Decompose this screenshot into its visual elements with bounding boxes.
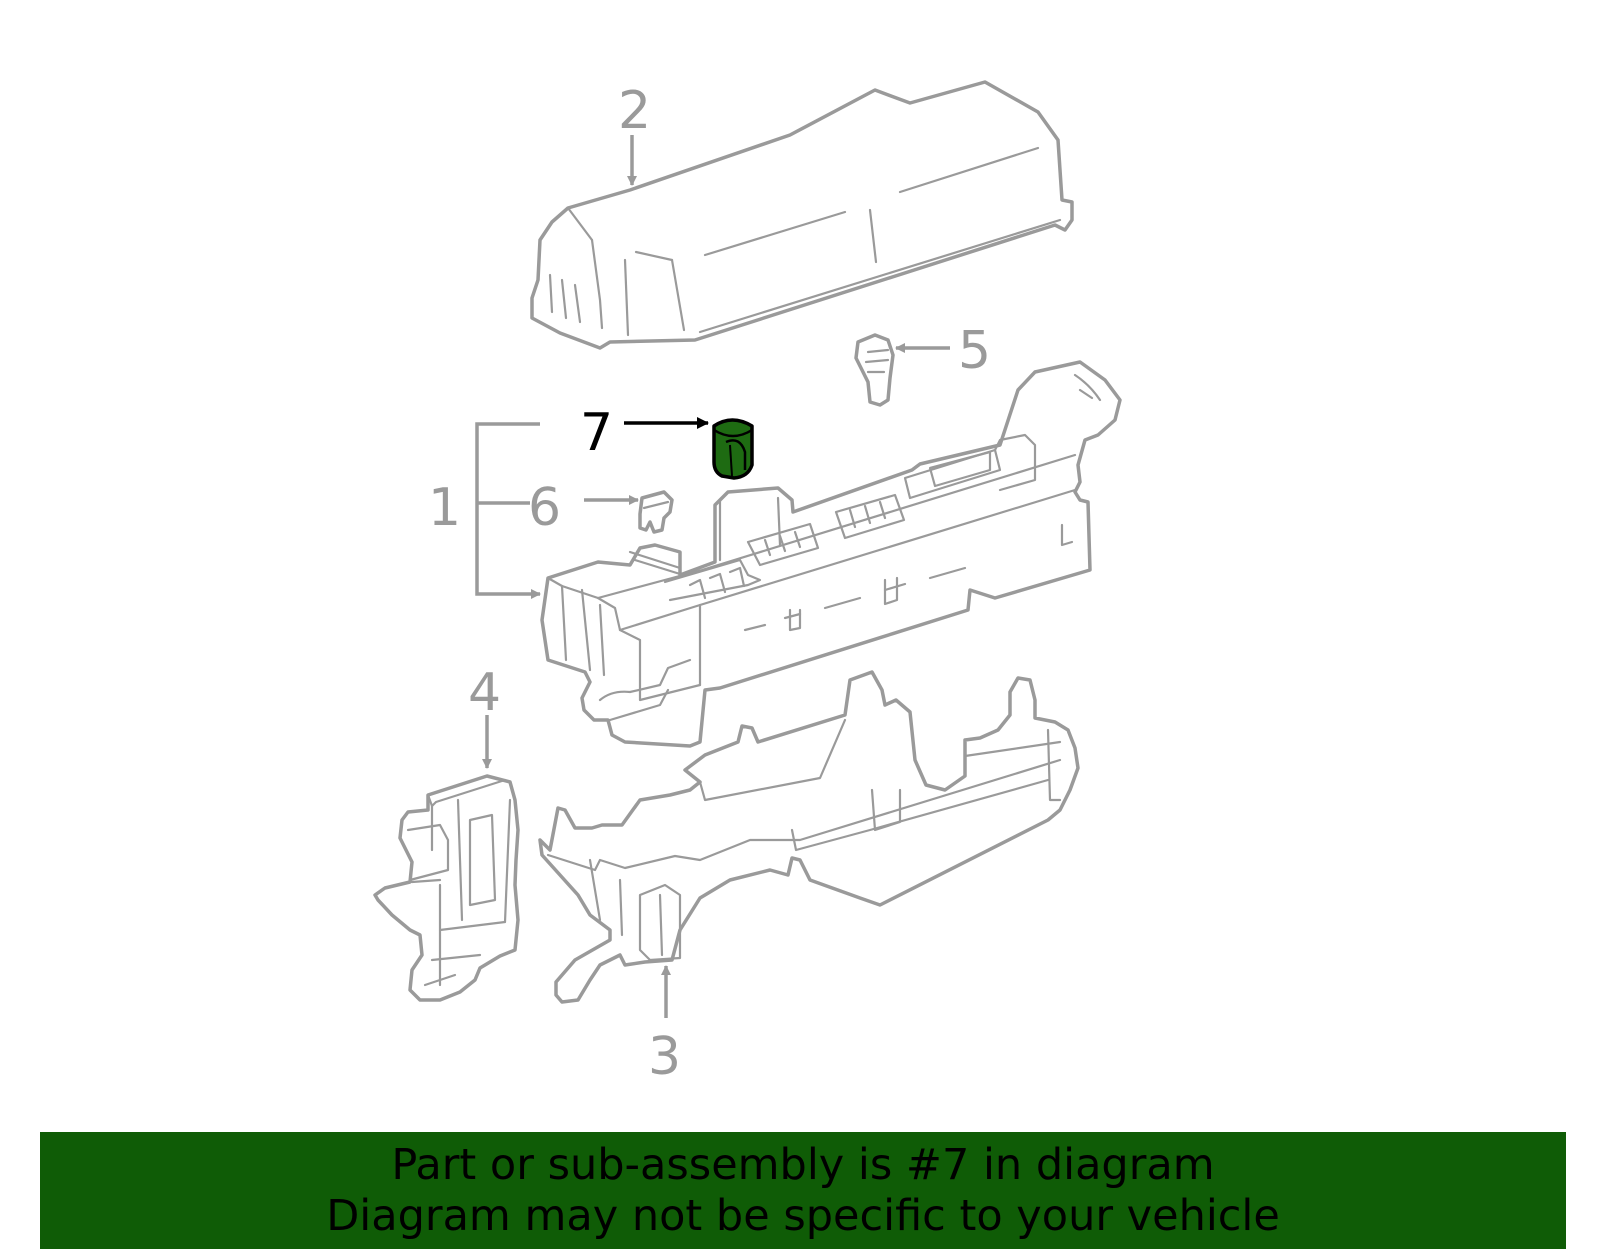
callout-3: 3 — [648, 1027, 681, 1087]
part-5-clip — [854, 333, 895, 407]
info-banner: Part or sub-assembly is #7 in diagram Di… — [40, 1132, 1566, 1249]
callout-1: 1 — [428, 478, 461, 538]
part-3-lower-bracket — [538, 670, 1080, 1004]
callout-4: 4 — [468, 663, 501, 723]
callout-5: 5 — [958, 321, 991, 381]
part-6-fuse — [638, 490, 674, 534]
leader-1-bracket — [475, 422, 541, 599]
callout-labels: 2 5 7 1 6 4 3 — [428, 81, 991, 1087]
banner-line-2: Diagram may not be specific to your vehi… — [326, 1191, 1280, 1241]
leader-lines — [475, 135, 950, 1018]
part-2-cover — [530, 80, 1074, 350]
callout-7: 7 — [580, 403, 613, 463]
part-1-fuse-block — [540, 360, 1122, 748]
callout-2: 2 — [618, 81, 651, 141]
callout-6: 6 — [528, 478, 561, 538]
part-4-relay-block — [373, 774, 520, 1002]
banner-line-1: Part or sub-assembly is #7 in diagram — [391, 1140, 1215, 1190]
part-7-relay-highlighted — [712, 418, 754, 480]
